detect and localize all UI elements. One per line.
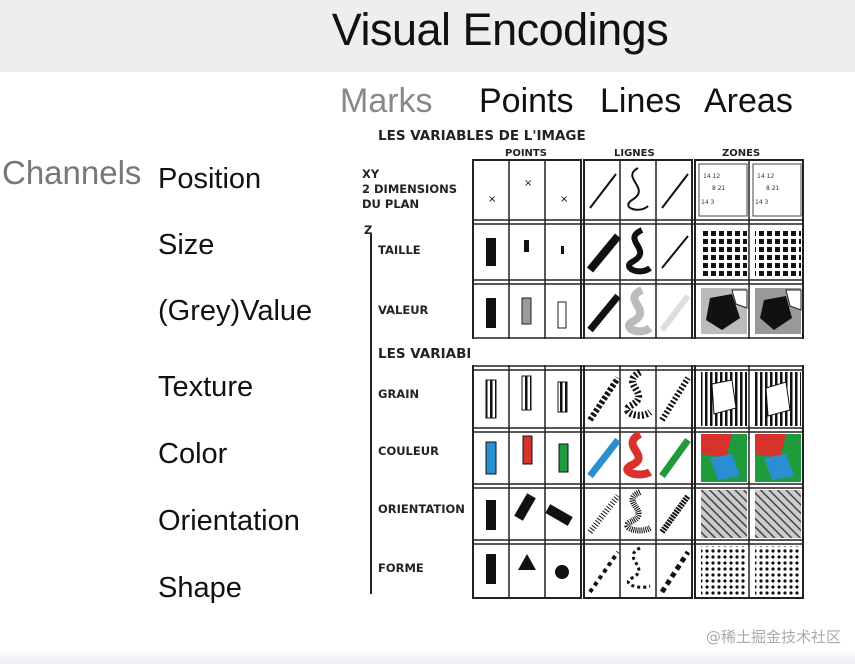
row-label-taille: TAILLE [378, 243, 421, 257]
svg-text:×: × [560, 194, 568, 205]
column-head-points: POINTS [505, 148, 547, 159]
z-axis-line [370, 234, 372, 594]
section-image-variables: LES VARIABLES DE L'IMAGE [378, 128, 586, 144]
row-label-forme: FORME [378, 561, 424, 575]
svg-text:×: × [524, 178, 532, 189]
channels-label: Channels [2, 154, 142, 191]
svg-text:14 12: 14 12 [757, 173, 774, 180]
channel-color: Color [158, 438, 228, 470]
marks-lines: Lines [600, 82, 682, 120]
svg-text:14 3: 14 3 [701, 199, 715, 206]
row-label-xy-2: 2 DIMENSIONS [362, 182, 457, 196]
bertin-variables-figure: × × × 14 12 8 21 14 3 14 12 8 21 14 3 [470, 159, 805, 599]
row-label-couleur: COULEUR [378, 444, 439, 458]
svg-text:8 21: 8 21 [766, 185, 780, 192]
svg-text:8 21: 8 21 [712, 185, 726, 192]
row-label-xy-3: DU PLAN [362, 197, 420, 211]
marks-points: Points [479, 82, 574, 120]
title-band [0, 0, 855, 72]
svg-text:14 3: 14 3 [755, 199, 769, 206]
channel-shape: Shape [158, 572, 242, 604]
channel-value: (Grey)Value [158, 295, 313, 327]
bottom-bar [0, 648, 855, 664]
row-label-xy: XY [362, 167, 380, 181]
column-head-zones: ZONES [722, 148, 761, 159]
marks-label: Marks [340, 82, 433, 120]
column-head-lignes: LIGNES [614, 148, 655, 159]
row-label-grain: GRAIN [378, 387, 420, 401]
channel-texture: Texture [158, 371, 254, 403]
row-label-orientation: ORIENTATION [378, 502, 465, 516]
svg-text:14 12: 14 12 [703, 173, 720, 180]
marks-areas: Areas [704, 82, 793, 120]
row-label-valeur: VALEUR [378, 303, 429, 317]
channel-size: Size [158, 229, 215, 261]
channel-position: Position [158, 163, 262, 195]
watermark-text: @稀土掘金技术社区 [705, 628, 841, 646]
svg-text:×: × [488, 194, 496, 205]
page-title: Visual Encodings [331, 4, 669, 55]
row-label-z: Z [364, 223, 373, 237]
channel-orientation: Orientation [158, 505, 300, 537]
